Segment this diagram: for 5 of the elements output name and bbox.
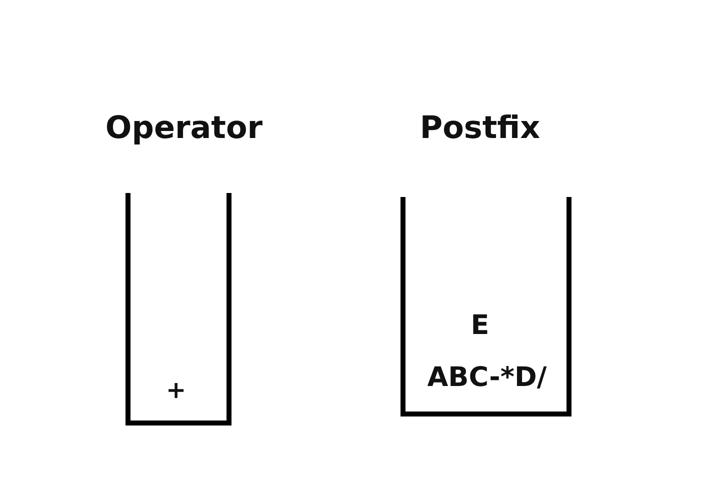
stack-heading: Operator xyxy=(105,110,263,146)
stack-heading: Postfix xyxy=(420,110,540,146)
stack-item: E xyxy=(470,311,490,341)
stack-item: + xyxy=(166,376,186,404)
stack-item: ABC-*D/ xyxy=(427,363,547,393)
